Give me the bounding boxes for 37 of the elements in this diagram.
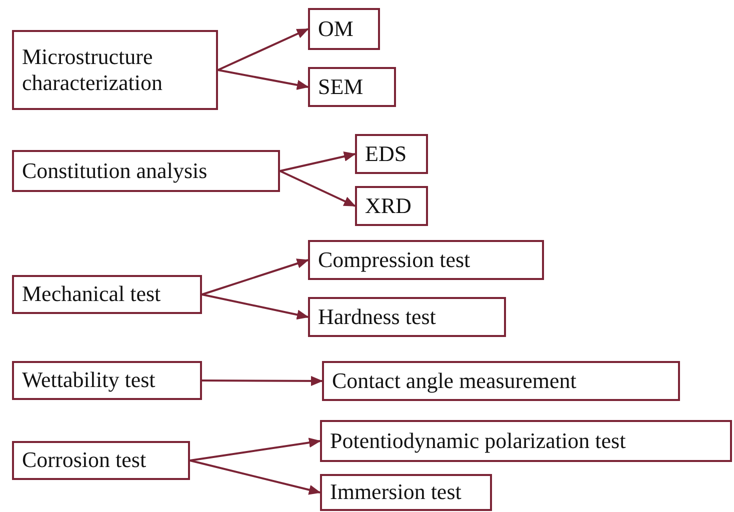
process-box (320, 474, 492, 511)
arrow (202, 376, 323, 386)
arrow (202, 258, 309, 296)
node-label: OM (318, 16, 354, 42)
process-box (12, 275, 202, 314)
process-box (355, 186, 428, 226)
node-label: Potentiodynamic polarization test (330, 428, 626, 454)
arrow (218, 69, 309, 90)
process-box (12, 361, 202, 400)
process-box (308, 67, 396, 107)
node-label: EDS (365, 140, 407, 168)
node-label: Corrosion test (22, 447, 146, 474)
node-label: Hardness test (318, 304, 436, 330)
process-box (308, 8, 380, 50)
node-label: Contact angle measurement (332, 368, 576, 394)
node-label: XRD (365, 192, 412, 220)
process-box (322, 361, 680, 401)
arrow (218, 28, 309, 71)
node-label: Immersion test (330, 479, 462, 506)
process-box (12, 150, 280, 192)
process-box (308, 297, 506, 337)
process-box (12, 441, 190, 480)
arrow (190, 438, 321, 462)
process-box (355, 134, 428, 174)
node-label: Microstructure characterization (22, 44, 164, 96)
node-label: Compression test (318, 246, 470, 274)
node-label: Constitution analysis (22, 158, 208, 184)
node-label: Mechanical test (22, 281, 161, 308)
process-box (320, 420, 732, 462)
arrow (280, 152, 356, 172)
arrow (202, 294, 309, 320)
process-box (12, 30, 218, 110)
node-label: SEM (318, 74, 364, 100)
arrow (190, 460, 321, 495)
arrow (280, 170, 356, 207)
process-box (308, 240, 544, 280)
node-label: Wettability test (22, 367, 156, 394)
